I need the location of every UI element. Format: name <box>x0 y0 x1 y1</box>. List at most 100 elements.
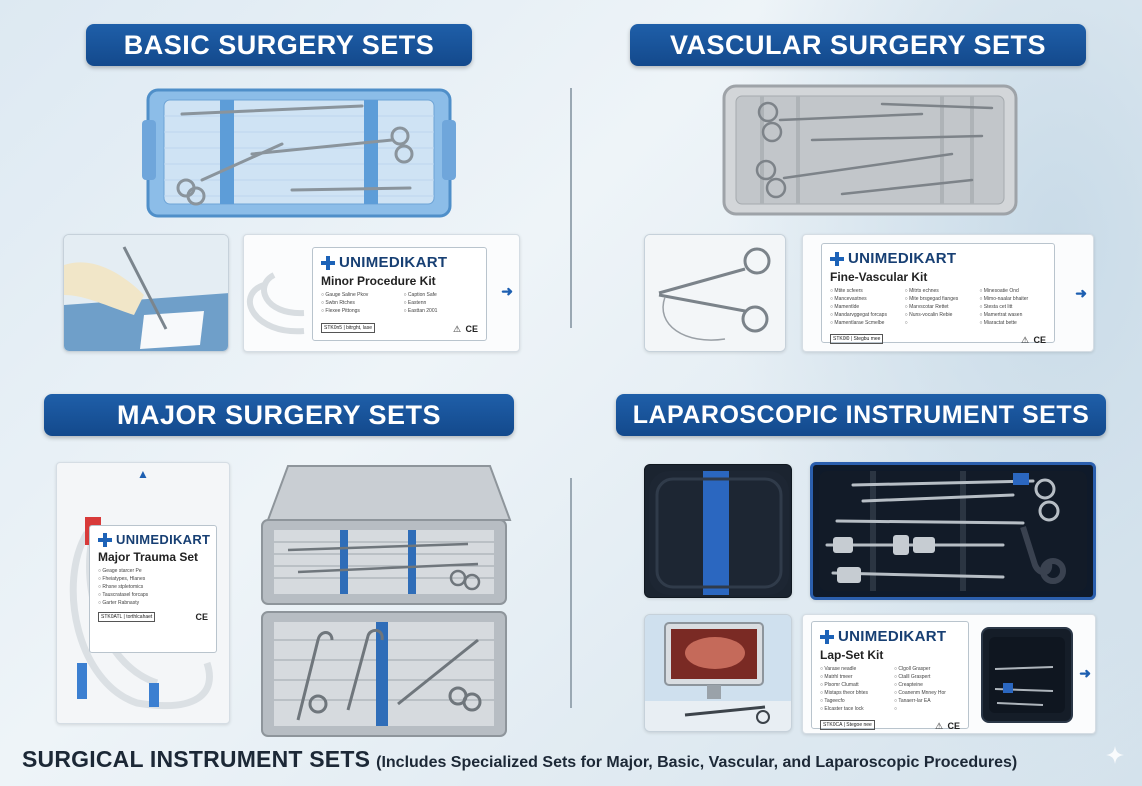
ce-mark: CE <box>1033 335 1046 345</box>
warning-icon: ⚠ <box>452 324 462 334</box>
vascular-tray-image <box>722 84 1018 216</box>
warning-icon: ⚠ <box>1020 335 1030 345</box>
kit-item: Matrhl tmeer <box>820 674 886 680</box>
medical-cross-icon <box>830 251 844 266</box>
kit-item: Varase neadle <box>820 666 886 672</box>
sparkle-icon <box>1106 746 1124 764</box>
footer-caption: SURGICAL INSTRUMENT SETS (Includes Speci… <box>22 746 1017 776</box>
kit-item: Geage starcer Pe <box>98 568 208 574</box>
kit-item: Garter Rabnasty <box>98 600 208 606</box>
medical-cross-icon <box>820 629 834 644</box>
kit-item: Creapteine <box>894 682 960 688</box>
major-sets-title: MAJOR SURGERY SETS <box>116 399 442 430</box>
kit-item: Miaractat bette <box>979 320 1046 326</box>
kit-item: Easttan 2001 <box>404 308 479 314</box>
kit-item: Mistaps theor bhtes <box>820 690 886 696</box>
footer-subtitle: (Includes Specialized Sets for Major, Ba… <box>376 754 1018 771</box>
kit-item: Coanenm Mnney Hor <box>894 690 960 696</box>
trauma-kit-name: Major Trauma Set <box>98 550 199 564</box>
kit-item: Tanaerr-lar EA <box>894 698 960 704</box>
ce-mark: CE <box>465 324 478 334</box>
basic-sets-header: BASIC SURGERY SETS <box>86 24 472 66</box>
arrow-right-icon: ➜ <box>501 283 513 299</box>
major-instrument-case <box>258 460 516 740</box>
kit-item: Stesta cet litt <box>979 304 1046 310</box>
brand-name: UNIMEDIKART <box>116 532 211 547</box>
basic-tray-image <box>142 84 456 222</box>
vascular-kit-items: Mtite scfeers Mitrts echnes Minesoatie O… <box>830 288 1046 326</box>
minor-kit-label: UNIMEDIKART Minor Procedure Kit Gauge Sa… <box>312 247 487 341</box>
brand-name: UNIMEDIKART <box>838 628 947 645</box>
medical-cross-icon <box>321 255 335 270</box>
kit-item: Mandarvggegat forcaps <box>830 312 897 318</box>
kit-item <box>905 320 972 326</box>
kit-item: Tauscratasel forcaps <box>98 592 208 598</box>
lapset-kit-package: UNIMEDIKART Lap-Set Kit Varase neadle Cl… <box>802 614 1096 734</box>
kit-item: Mancevastnes <box>830 296 897 302</box>
laparoscopic-sets-title: LAPAROSCOPIC INSTRUMENT SETS <box>632 400 1090 429</box>
kit-item: Ctalll Graspert <box>894 674 960 680</box>
brand-name: UNIMEDIKART <box>848 250 957 267</box>
kit-item: Mitrts echnes <box>905 288 972 294</box>
kit-item: Mamertrat wasen <box>979 312 1046 318</box>
kit-item: Elcaster tace lock <box>820 706 886 712</box>
laparoscopic-case-closed <box>644 464 792 598</box>
ce-mark: CE <box>195 612 208 622</box>
kit-item: Nuns-vocalin Rebie <box>905 312 972 318</box>
kit-item: Clgoll Grasper <box>894 666 960 672</box>
trauma-kit-items: Geage starcer Pe Fheiatypes, Hlanes Rhsn… <box>98 568 208 606</box>
kit-item: Caption Safe <box>404 292 479 298</box>
major-sets-header: MAJOR SURGERY SETS <box>44 394 514 436</box>
kit-item: Swbn Rtches <box>321 300 396 306</box>
brand-name: UNIMEDIKART <box>339 254 448 271</box>
lapset-kit-items: Varase neadle Clgoll Grasper Matrhl tmee… <box>820 666 960 712</box>
vascular-sets-title: VASCULAR SURGERY SETS <box>669 29 1047 60</box>
minor-kit-package: UNIMEDIKART Minor Procedure Kit Gauge Sa… <box>243 234 520 352</box>
trauma-kit-label: UNIMEDIKART Major Trauma Set Geage starc… <box>89 525 217 653</box>
medical-cross-icon <box>98 532 112 547</box>
kit-item: Mtite scfeers <box>830 288 897 294</box>
vascular-sets-header: VASCULAR SURGERY SETS <box>630 24 1086 66</box>
minor-kit-items: Gauge Saline Pkov Caption Safe Swbn Rtch… <box>321 292 478 314</box>
lapset-case-image <box>981 627 1073 723</box>
minor-kit-name: Minor Procedure Kit <box>321 274 436 288</box>
laparoscopic-case-open <box>810 462 1096 600</box>
arrow-right-icon: ➜ <box>1079 665 1091 681</box>
laparoscopic-monitor-photo <box>644 614 792 732</box>
vascular-kit-name: Fine-Vascular Kit <box>830 270 928 284</box>
lapset-kit-name: Lap-Set Kit <box>820 648 884 662</box>
warning-icon: ⚠ <box>934 721 944 731</box>
ref-code: STK0n5 | bitrght, lase <box>321 323 375 333</box>
ref-code: STK0ATL | torthlcahaet <box>98 612 156 622</box>
kit-item: Gauge Saline Pkov <box>321 292 396 298</box>
kit-item: Flexee Pittongs <box>321 308 396 314</box>
kit-item: Rhsne stpletomics <box>98 584 208 590</box>
vascular-kit-package: UNIMEDIKART Fine-Vascular Kit Mtite scfe… <box>802 234 1094 352</box>
kit-item: Mamentlde <box>830 304 897 310</box>
kit-item: Eastenn <box>404 300 479 306</box>
kit-item: Marvscotar Rettet <box>905 304 972 310</box>
kit-item: Minesoatie Ond <box>979 288 1046 294</box>
vascular-scissors-photo <box>644 234 786 352</box>
divider-bottom <box>570 478 572 708</box>
major-trauma-package: ▲ UNIMEDIKART Major Trauma Set Geage sta… <box>56 462 230 724</box>
kit-item <box>894 706 960 712</box>
kit-item: Fheiatypes, Hlanes <box>98 576 208 582</box>
kit-item: Mite brsgegad fianges <box>905 296 972 302</box>
arrow-right-icon: ➜ <box>1075 285 1087 301</box>
ce-mark: CE <box>947 721 960 731</box>
ref-code: STK0l0 | Stegbu mee <box>830 334 884 344</box>
kit-item: Mimo-naalar bhaiter <box>979 296 1046 302</box>
basic-procedure-photo <box>63 234 229 352</box>
lapset-kit-label: UNIMEDIKART Lap-Set Kit Varase neadle Cl… <box>811 621 969 731</box>
footer-title: SURGICAL INSTRUMENT SETS <box>22 746 371 772</box>
kit-item: Tageecfo <box>820 698 886 704</box>
basic-sets-title: BASIC SURGERY SETS <box>123 29 435 60</box>
ref-code: STK0CA | Stegoe nee <box>820 720 875 730</box>
arrow-up-icon: ▲ <box>137 467 149 481</box>
kit-item: Mamentlarae Scmelbe <box>830 320 897 326</box>
divider-top <box>570 88 572 328</box>
vascular-kit-label: UNIMEDIKART Fine-Vascular Kit Mtite scfe… <box>821 243 1055 345</box>
laparoscopic-sets-header: LAPAROSCOPIC INSTRUMENT SETS <box>616 394 1106 436</box>
kit-item: Plsomr Clumatt <box>820 682 886 688</box>
